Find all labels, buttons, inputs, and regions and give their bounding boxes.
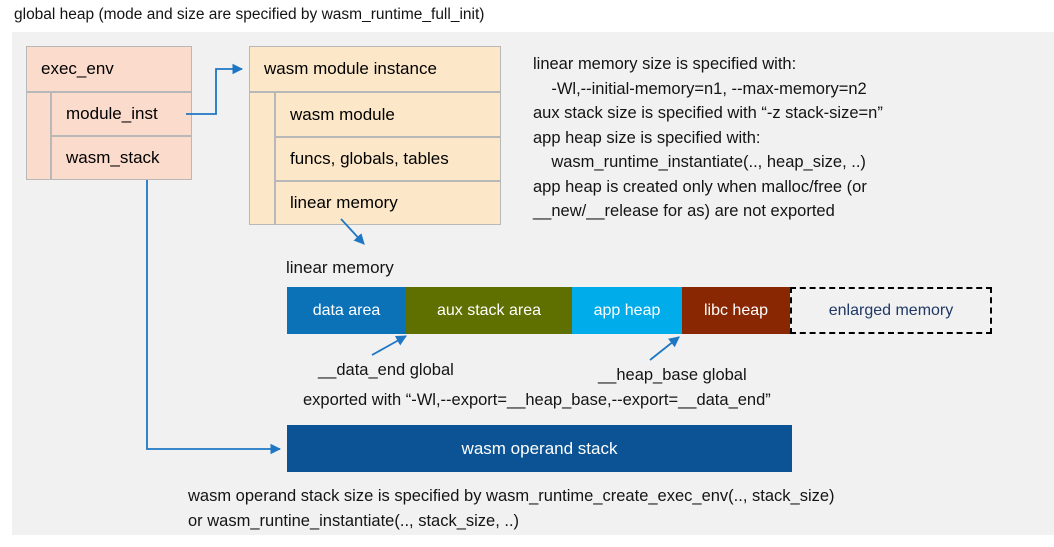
exec-env-row-wasm-stack: wasm_stack [51,136,192,180]
wasm-operand-stack-label: wasm operand stack [461,438,618,458]
module-instance-header-label: wasm module instance [264,59,437,78]
operand-stack-note: wasm operand stack size is specified by … [188,487,835,530]
memory-segment-app-heap: app heap [572,287,682,334]
annotation-data-end: __data_end global [318,361,454,379]
annotation-heap-base: __heap_base global [598,366,747,384]
module-instance-row-funcs-globals-tables-label: funcs, globals, tables [290,149,449,168]
memory-segment-enlarged-memory: enlarged memory [790,287,992,334]
memory-segment-enlarged-memory-label: enlarged memory [828,301,954,319]
memory-segment-data-area: data area [287,287,406,334]
exec-env-left-gutter-1 [26,92,51,180]
exec-env-row-module-inst: module_inst [51,92,192,136]
memory-segment-libc-heap-label: libc heap [703,301,769,319]
module-instance-left-gutter [249,92,275,225]
page-title: global heap (mode and size are specified… [14,6,485,23]
module-instance-row-funcs-globals-tables: funcs, globals, tables [275,137,501,181]
annotation-exported-with: exported with “-Wl,--export=__heap_base,… [303,391,771,409]
memory-segment-data-area-label: data area [312,301,381,319]
linear-memory-strip-label: linear memory [286,258,394,277]
module-instance-header: wasm module instance [249,46,501,92]
module-instance-row-wasm-module: wasm module [275,92,501,137]
exec-env-row-module-inst-label: module_inst [66,104,158,123]
memory-segment-aux-stack-area-label: aux stack area [436,301,542,319]
memory-segment-app-heap-label: app heap [593,301,661,319]
exec-env-row-wasm-stack-label: wasm_stack [66,148,160,167]
linear-memory-note: linear memory size is specified with: -W… [533,55,883,220]
memory-segment-aux-stack-area: aux stack area [406,287,572,334]
module-instance-row-linear-memory: linear memory [275,181,501,225]
wasm-operand-stack-box: wasm operand stack [287,425,792,472]
exec-env-header: exec_env [26,46,192,92]
exec-env-header-label: exec_env [41,59,114,78]
module-instance-row-linear-memory-label: linear memory [290,193,398,212]
module-instance-row-wasm-module-label: wasm module [290,104,395,124]
memory-segment-libc-heap: libc heap [682,287,790,334]
